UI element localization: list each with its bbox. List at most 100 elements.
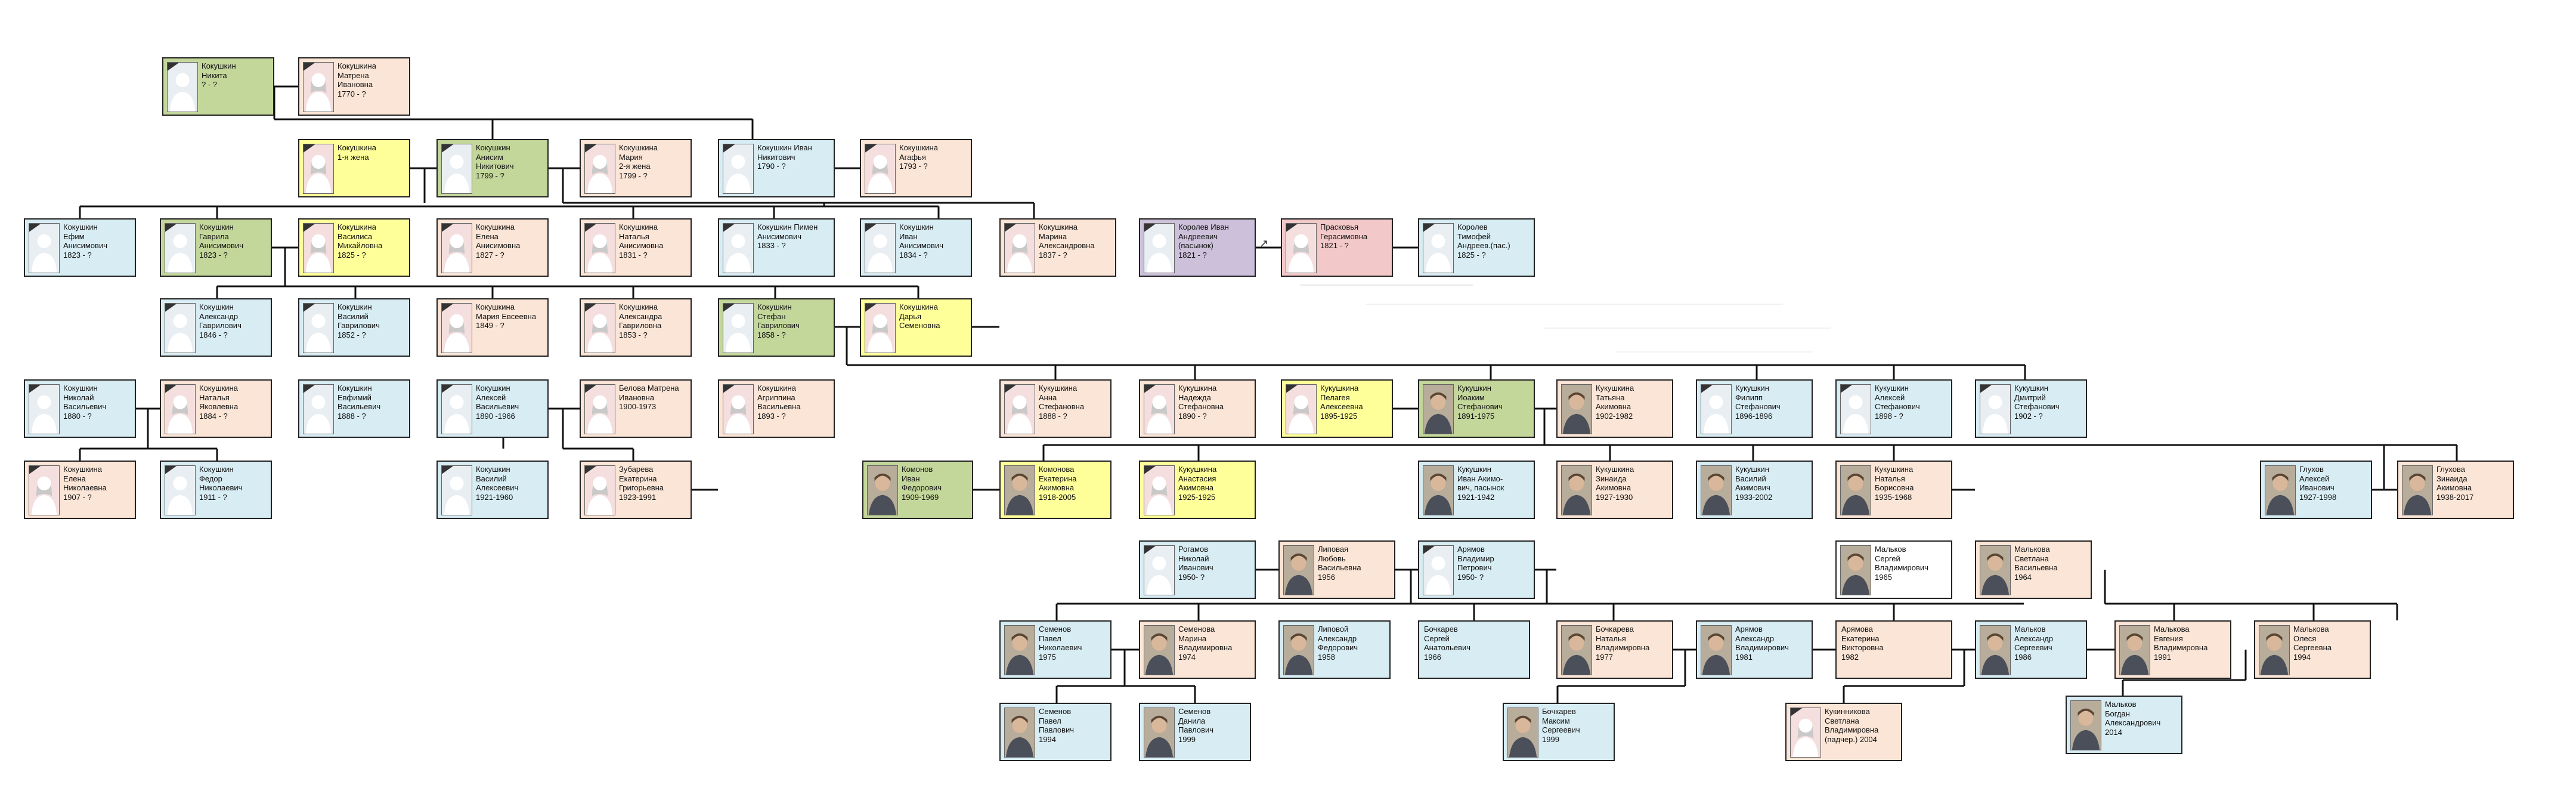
person-text-line: 1-я жена [338, 152, 369, 162]
person-text-line: 1823 - ? [199, 250, 228, 259]
person-text-line: Кукушкина [1875, 465, 1914, 474]
person-silhouette-icon [29, 384, 60, 434]
person-silhouette-icon [441, 303, 472, 353]
person-text-line: 1921-1942 [1457, 492, 1495, 502]
person-photo [2119, 625, 2150, 675]
person-text-line: Александр [2014, 634, 2054, 643]
person-text-line: Стефанович [1875, 402, 1920, 411]
person-text-line: Павлович [1178, 725, 1214, 734]
person-text-line: Арямова [1841, 625, 1873, 634]
person-text-line: 1896-1896 [1735, 411, 1773, 421]
person-text-line: Олеся [2293, 634, 2317, 643]
person-text-line: Зинаида [1596, 474, 1627, 483]
person-text-line: 1821 - ? [1178, 250, 1207, 259]
person-text-line: Владимирович [1735, 643, 1789, 652]
person-text-line: Ефим [63, 231, 85, 241]
person-silhouette-icon [1286, 223, 1317, 273]
person-text-line: Сергеевна [2293, 643, 2332, 652]
person-text-line: Анисимович [899, 241, 943, 250]
person-silhouette-icon [723, 223, 754, 273]
person-text-line: Семенов [1178, 707, 1211, 716]
person-text-line: 1799 - ? [476, 171, 504, 180]
person-text-line: 1827 - ? [476, 250, 504, 259]
